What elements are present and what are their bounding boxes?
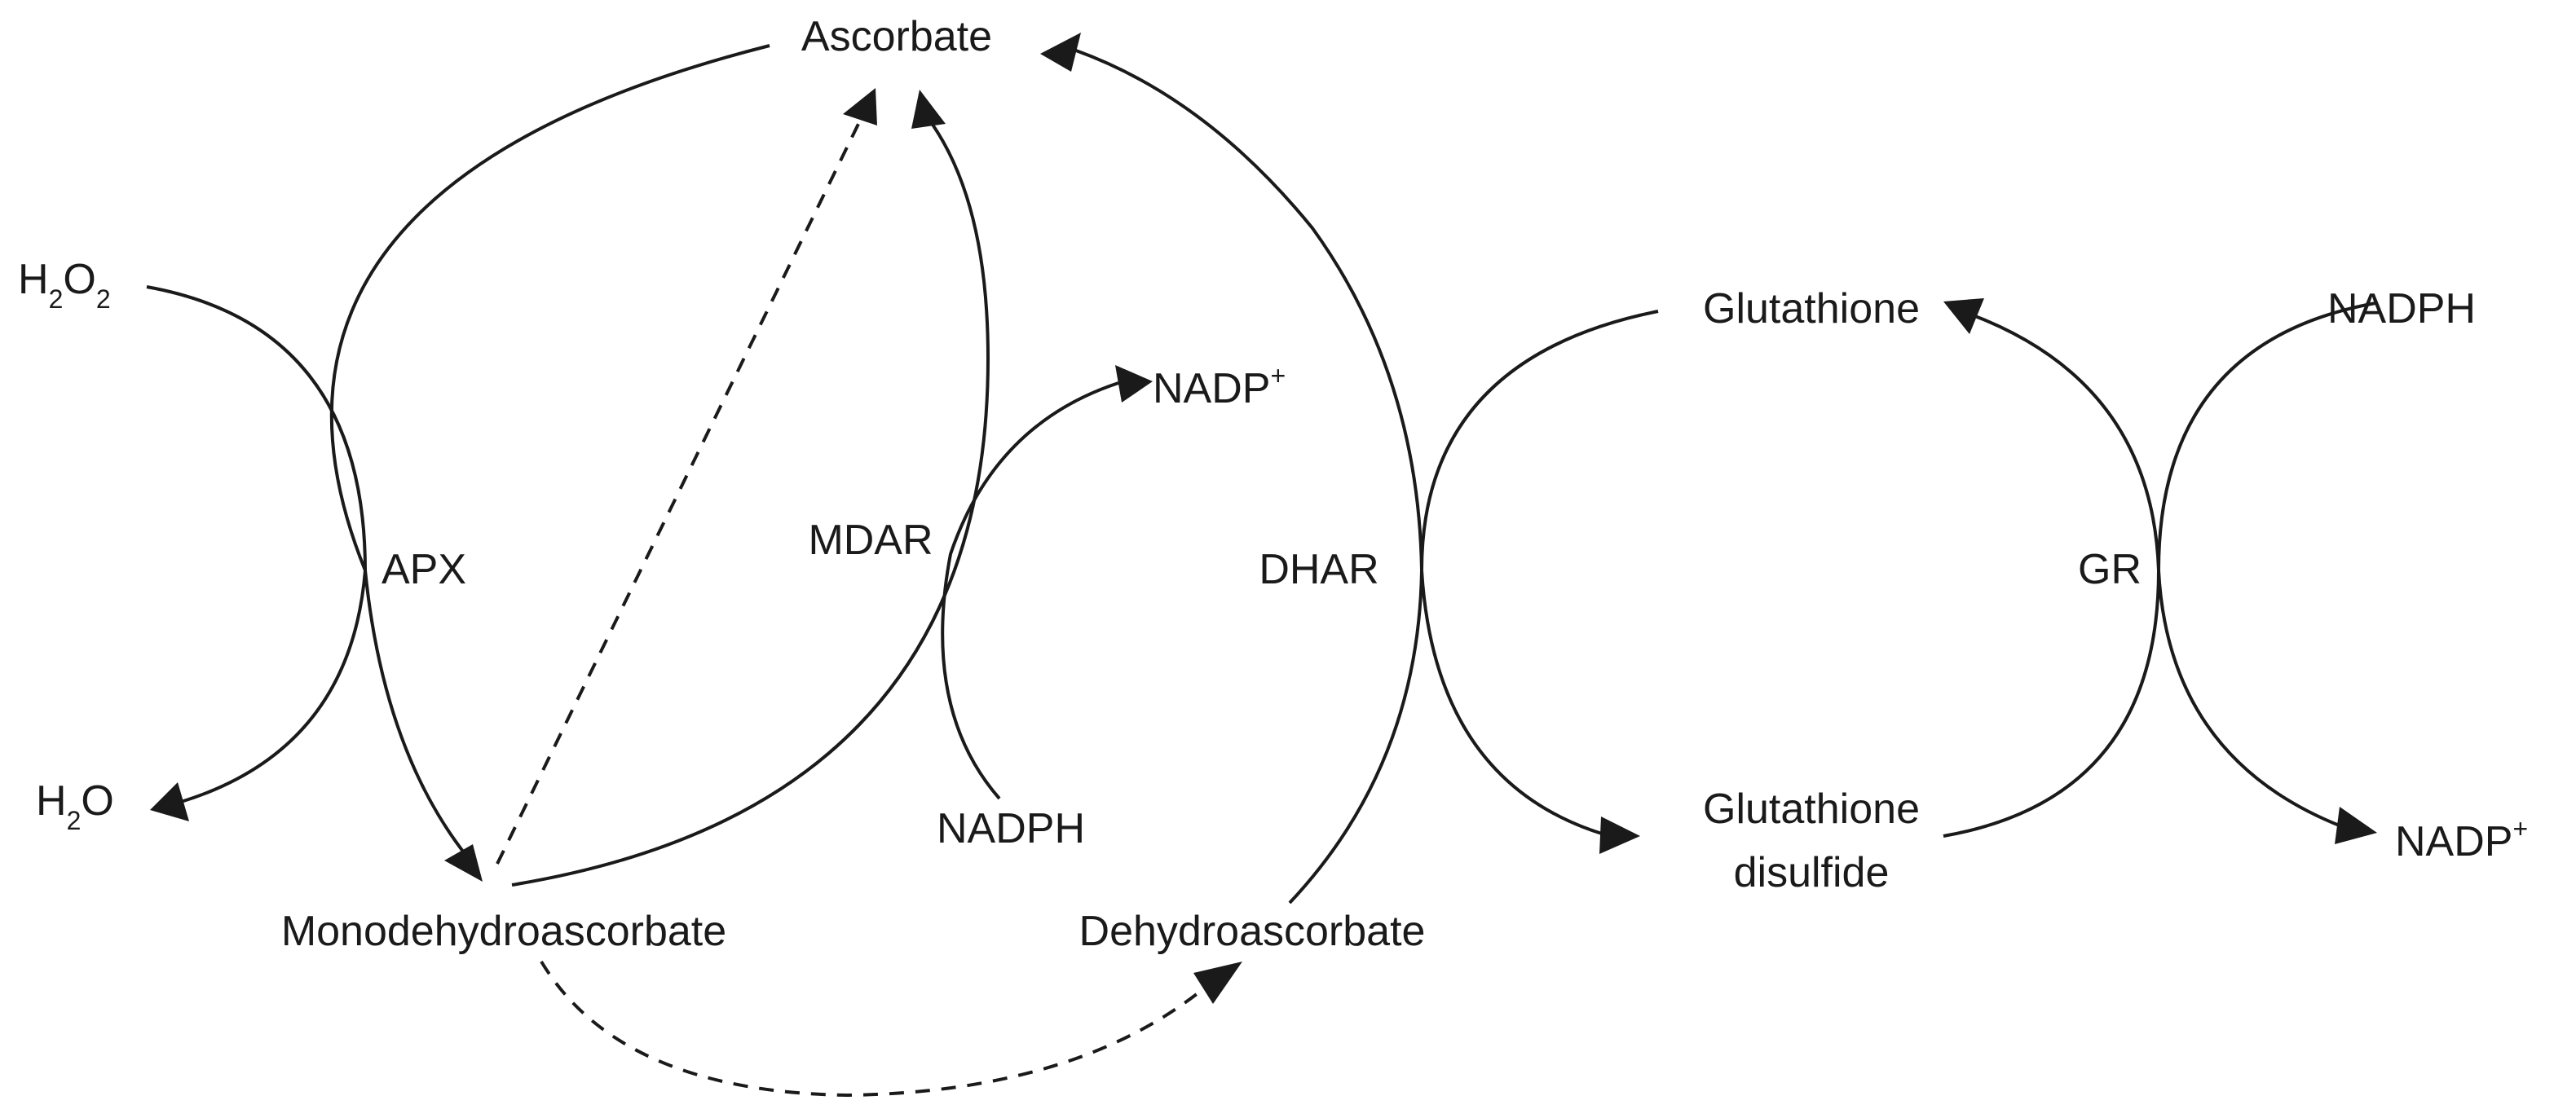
enzyme-gr: GR (2078, 546, 2142, 593)
arc-h2o2-to-h2o (146, 285, 368, 803)
arrowhead-ascorbate-mdar (911, 90, 946, 129)
node-h2o2: H2O2 (18, 256, 111, 314)
enzyme-apx: APX (382, 546, 466, 593)
enzyme-mdar: MDAR (808, 517, 933, 564)
node-h2o: H2O (36, 777, 114, 835)
node-nadph-left: NADPH (937, 805, 1085, 852)
arrowhead-h2o (150, 782, 189, 821)
node-nadp-plus-left: NADP+ (1153, 361, 1286, 412)
dashed-monodehydroascorbate-to-dehydroascorbate (540, 960, 1206, 1098)
arrowhead-ascorbate-dashed (843, 88, 877, 125)
arrowhead-monodehydroascorbate (444, 844, 483, 882)
arrowhead-glutathione-disulfide (1599, 816, 1640, 854)
arc-nadph-to-nadp-left (941, 381, 1119, 800)
arc-glutathione-to-glutathione-disulfide (1419, 310, 1659, 836)
node-ascorbate: Ascorbate (801, 13, 992, 60)
arc-mdar-monodehydroascorbate-to-ascorbate (511, 121, 990, 887)
dashed-monodehydroascorbate-to-ascorbate (496, 118, 862, 865)
arc-dhar-dehydroascorbate-to-ascorbate (1075, 49, 1424, 905)
node-glutathione: Glutathione (1703, 285, 1920, 332)
arrowhead-nadp-plus-left (1115, 365, 1153, 403)
arc-nadph-to-nadp-right (2156, 302, 2376, 828)
arrowhead-dehydroascorbate-dashed (1193, 962, 1242, 1004)
node-dehydroascorbate: Dehydroascorbate (1079, 908, 1426, 955)
arrowhead-glutathione-gr (1943, 298, 1984, 334)
node-nadp-plus-right: NADP+ (2395, 814, 2528, 865)
node-monodehydroascorbate: Monodehydroascorbate (281, 908, 726, 955)
arrowhead-ascorbate-dhar (1040, 33, 1081, 72)
arrowhead-nadp-plus-right (2335, 807, 2377, 844)
arc-ascorbate-to-monodehydroascorbate (329, 44, 770, 857)
enzyme-dhar: DHAR (1259, 546, 1378, 593)
